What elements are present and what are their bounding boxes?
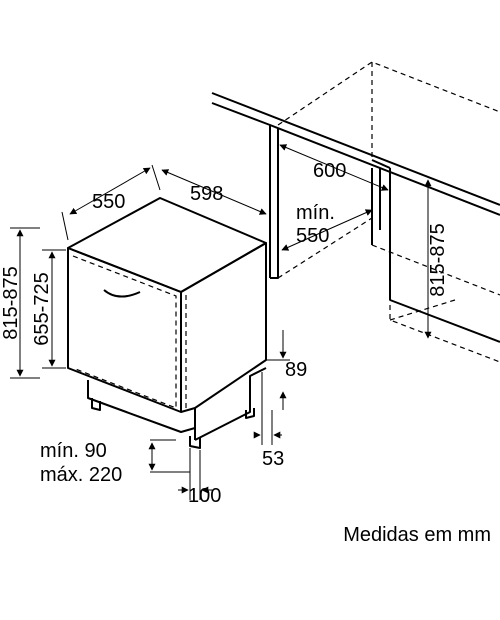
- niche-min-value: 550: [296, 225, 329, 247]
- units-caption: Medidas em mm: [343, 524, 491, 546]
- niche-depth-label: 600: [313, 160, 346, 182]
- foot-offset-label: 100: [188, 485, 221, 507]
- door-height-label: 655-725: [31, 272, 53, 345]
- width-label: 598: [190, 183, 223, 205]
- total-height-label: 815-875: [0, 266, 22, 339]
- plinth-height-label: 89: [285, 359, 307, 381]
- depth-label: 550: [92, 191, 125, 213]
- dishwasher-outline: [67, 197, 267, 449]
- niche-height-label: 815-875: [427, 223, 449, 296]
- plinth-recess-label: 53: [262, 448, 284, 470]
- plinth-gap-min-label: mín. 90: [40, 440, 107, 462]
- dimension-lines: [10, 144, 432, 500]
- niche-outline: [211, 61, 500, 363]
- plinth-gap-max-label: máx. 220: [40, 464, 122, 486]
- niche-min-label: mín.: [296, 202, 335, 224]
